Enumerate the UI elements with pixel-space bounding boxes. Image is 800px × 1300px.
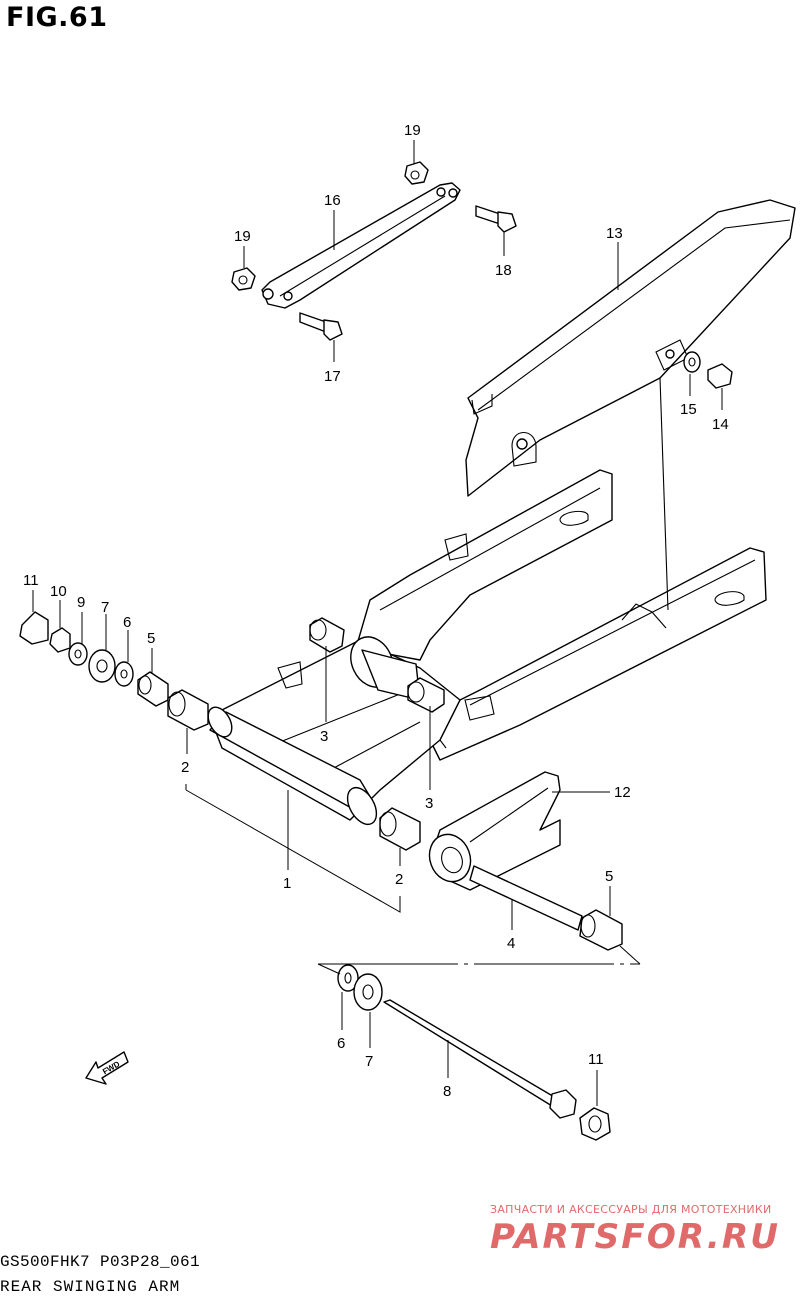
chain-buffer xyxy=(428,771,561,891)
callout-17: 17 xyxy=(324,368,341,385)
washer-9 xyxy=(68,642,88,666)
callout-18: 18 xyxy=(495,262,512,279)
bearing-2-left xyxy=(167,689,209,731)
torque-rod-assembly xyxy=(231,161,517,341)
callout-5-right: 5 xyxy=(605,868,613,885)
callout-4: 4 xyxy=(507,935,515,952)
callout-8: 8 xyxy=(443,1083,451,1100)
pivot-shaft-assembly xyxy=(337,964,611,1141)
chain-case xyxy=(465,199,796,497)
page-ref: P28_061 xyxy=(130,1253,201,1271)
region-code: P03 xyxy=(100,1253,131,1271)
spacer-7-left xyxy=(88,649,116,683)
washer-6-left xyxy=(114,661,134,687)
watermark-caption: ЗАПЧАСТИ И АКСЕССУАРЫ ДЛЯ МОТОТЕХНИКИ xyxy=(490,1203,772,1216)
nut-19-upper xyxy=(404,161,429,185)
washer-10 xyxy=(49,627,71,653)
callout-2-right: 2 xyxy=(395,871,403,888)
washer-6-lower xyxy=(337,964,359,992)
callout-2-left: 2 xyxy=(181,759,189,776)
bearing-2-right xyxy=(379,807,421,851)
callout-16: 16 xyxy=(324,192,341,209)
callout-14: 14 xyxy=(712,416,729,433)
callout-3-right: 3 xyxy=(425,795,433,812)
callout-7-lower: 7 xyxy=(365,1053,373,1070)
watermark-logo-text: PARTSFOR.RU xyxy=(490,1217,780,1257)
washer-15-bolt-14 xyxy=(683,351,733,389)
nut-11-left xyxy=(19,611,49,645)
pivot-shaft-8 xyxy=(383,999,557,1107)
callout-1: 1 xyxy=(283,875,291,892)
spacer-7-lower xyxy=(353,973,383,1011)
model-code: GS500FHK7 xyxy=(0,1253,91,1271)
callout-3-left: 3 xyxy=(320,728,328,745)
spacer-4-collar-5 xyxy=(469,865,623,951)
bushing-3-pair xyxy=(309,617,445,713)
callout-12: 12 xyxy=(614,784,631,801)
bolt-17 xyxy=(299,312,327,333)
callout-19-left: 19 xyxy=(234,228,251,245)
callout-11-left: 11 xyxy=(23,572,39,589)
callout-5-left: 5 xyxy=(147,630,155,647)
callout-15: 15 xyxy=(680,401,697,418)
left-pivot-stack xyxy=(19,611,209,731)
callout-6-lower: 6 xyxy=(337,1035,345,1052)
nut-19-lower xyxy=(231,267,256,291)
watermark-logo: PARTSFOR.RU xyxy=(490,1217,780,1257)
leader-lines xyxy=(32,140,723,1106)
swing-arm xyxy=(207,377,767,826)
callout-13: 13 xyxy=(606,225,623,242)
section-title: REAR SWINGING ARM xyxy=(0,1278,181,1296)
callout-7-left: 7 xyxy=(101,599,109,616)
callout-11-lower: 11 xyxy=(588,1051,604,1068)
diagram-code-line: GS500FHK7 P03P28_061 xyxy=(0,1253,200,1271)
callout-labels: 19 16 19 18 17 13 15 14 11 10 9 7 6 5 3 … xyxy=(23,122,729,1100)
nut-11-lower xyxy=(579,1107,611,1141)
callout-6-left: 6 xyxy=(123,614,131,631)
callout-9: 9 xyxy=(77,594,85,611)
bolt-18 xyxy=(475,205,501,225)
fwd-arrow-icon: FWD xyxy=(85,1051,129,1085)
callout-19-top: 19 xyxy=(404,122,421,139)
callout-10: 10 xyxy=(50,583,67,600)
figure-title: FIG.61 xyxy=(6,2,108,33)
